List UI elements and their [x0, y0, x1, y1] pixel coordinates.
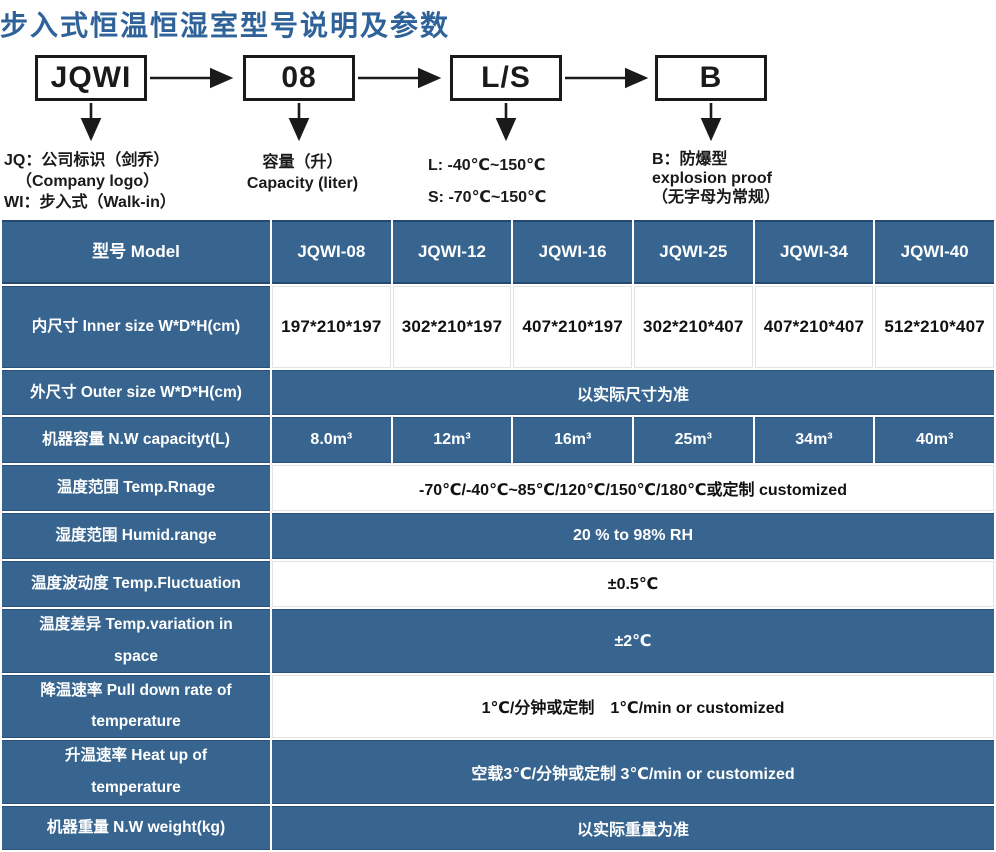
row-label: 降温速率 Pull down rate of temperature — [2, 674, 270, 739]
flow-desc-line: Capacity (liter) — [246, 175, 359, 192]
spec-row-pull-down-rate: 降温速率 Pull down rate of temperature 1℃/分钟… — [2, 674, 994, 739]
model-header: JQWI-40 — [875, 220, 994, 284]
cell-value: 34m³ — [754, 417, 874, 463]
spec-row-outer-size: 外尺寸 Outer size W*D*H(cm) 以实际尺寸为准 — [2, 370, 994, 415]
cell-value: 407*210*197 — [513, 286, 632, 368]
model-code-diagram: 步入式恒温恒湿室型号说明及参数 JQWI 08 L/S B JQ：公司标识（剑乔… — [0, 0, 996, 218]
row-label: 温度范围 Temp.Rnage — [2, 465, 270, 511]
spec-row-temp-fluctuation: 温度波动度 Temp.Fluctuation ±0.5℃ — [2, 561, 994, 607]
spec-row-temp-variation: 温度差异 Temp.variation in space ±2℃ — [2, 609, 994, 673]
cell-value: 302*210*197 — [392, 286, 512, 368]
flow-desc-capacity: 容量（升） Capacity (liter) — [225, 152, 380, 194]
cell-value: 512*210*407 — [875, 286, 994, 368]
flow-desc-company: JQ：公司标识（剑乔） （Company logo） WI：步入式（Walk-i… — [4, 150, 176, 213]
cell-value: 16m³ — [513, 417, 632, 463]
arrow-down-icon — [80, 103, 722, 142]
row-label: 温度波动度 Temp.Fluctuation — [2, 561, 270, 607]
row-label: 升温速率 Heat up of temperature — [2, 740, 270, 804]
cell-value: -70℃/-40℃~85℃/120℃/150℃/180℃或定制 customiz… — [272, 465, 994, 511]
cell-value: 20 % to 98% RH — [272, 513, 994, 559]
flow-box-capacity: 08 — [243, 55, 355, 101]
cell-value: 空载3℃/分钟或定制 3℃/min or customized — [272, 740, 994, 804]
flow-box-company: JQWI — [35, 55, 147, 101]
flow-desc-line: WI：步入式（Walk-in） — [4, 194, 176, 211]
spec-row-inner-size: 内尺寸 Inner size W*D*H(cm) 197*210*197 302… — [2, 286, 994, 368]
flow-desc-line: S: -70℃~150℃ — [428, 189, 547, 206]
flow-desc-line: （无字母为常规） — [652, 189, 781, 206]
cell-value: ±2℃ — [272, 609, 994, 673]
spec-row-temp-range: 温度范围 Temp.Rnage -70℃/-40℃~85℃/120℃/150℃/… — [2, 465, 994, 511]
header-model-label: 型号 Model — [2, 220, 270, 284]
row-label: 机器容量 N.W capacityt(L) — [2, 417, 270, 463]
flow-desc-type: B：防爆型 explosion proof （无字母为常规） — [652, 150, 780, 207]
model-header: JQWI-16 — [513, 220, 632, 284]
flow-desc-line: B：防爆型 — [652, 151, 728, 168]
cell-value: 302*210*407 — [633, 286, 753, 368]
cell-value: 8.0m³ — [272, 417, 391, 463]
flow-desc-line: 容量（升） — [262, 154, 343, 171]
flow-box-temp-range: L/S — [450, 55, 562, 101]
spec-table: 型号 Model JQWI-08 JQWI-12 JQWI-16 JQWI-25… — [0, 218, 996, 852]
cell-value: ±0.5℃ — [272, 561, 994, 607]
row-label: 湿度范围 Humid.range — [2, 513, 270, 559]
cell-value: 407*210*407 — [754, 286, 874, 368]
cell-value: 12m³ — [392, 417, 512, 463]
model-header: JQWI-12 — [392, 220, 512, 284]
spec-row-humidity-range: 湿度范围 Humid.range 20 % to 98% RH — [2, 513, 994, 559]
page-title: 步入式恒温恒湿室型号说明及参数 — [0, 10, 451, 41]
cell-value: 25m³ — [633, 417, 753, 463]
spec-row-capacity: 机器容量 N.W capacityt(L) 8.0m³ 12m³ 16m³ 25… — [2, 417, 994, 463]
row-label: 温度差异 Temp.variation in space — [2, 609, 270, 673]
flow-box-type: B — [655, 55, 767, 101]
flow-desc-line: JQ：公司标识（剑乔） — [4, 152, 170, 169]
row-label: 内尺寸 Inner size W*D*H(cm) — [2, 286, 270, 368]
cell-value: 40m³ — [875, 417, 994, 463]
model-header: JQWI-08 — [272, 220, 391, 284]
cell-value: 197*210*197 — [272, 286, 391, 368]
row-label: 机器重量 N.W weight(kg) — [2, 805, 270, 850]
spec-row-weight: 机器重量 N.W weight(kg) 以实际重量为准 — [2, 805, 994, 850]
table-header-row: 型号 Model JQWI-08 JQWI-12 JQWI-16 JQWI-25… — [2, 220, 994, 284]
spec-row-heat-up-rate: 升温速率 Heat up of temperature 空载3℃/分钟或定制 3… — [2, 740, 994, 804]
flow-desc-temp-range: L: -40℃~150℃ S: -70℃~150℃ — [428, 150, 546, 214]
flow-desc-line: （Company logo） — [16, 173, 160, 190]
flow-desc-line: explosion proof — [652, 170, 772, 187]
cell-value: 1℃/分钟或定制 1℃/min or customized — [272, 674, 994, 739]
model-header: JQWI-34 — [754, 220, 874, 284]
cell-value: 以实际重量为准 — [272, 805, 994, 850]
cell-value: 以实际尺寸为准 — [272, 370, 994, 415]
model-header: JQWI-25 — [633, 220, 753, 284]
row-label: 外尺寸 Outer size W*D*H(cm) — [2, 370, 270, 415]
flow-desc-line: L: -40℃~150℃ — [428, 157, 546, 174]
